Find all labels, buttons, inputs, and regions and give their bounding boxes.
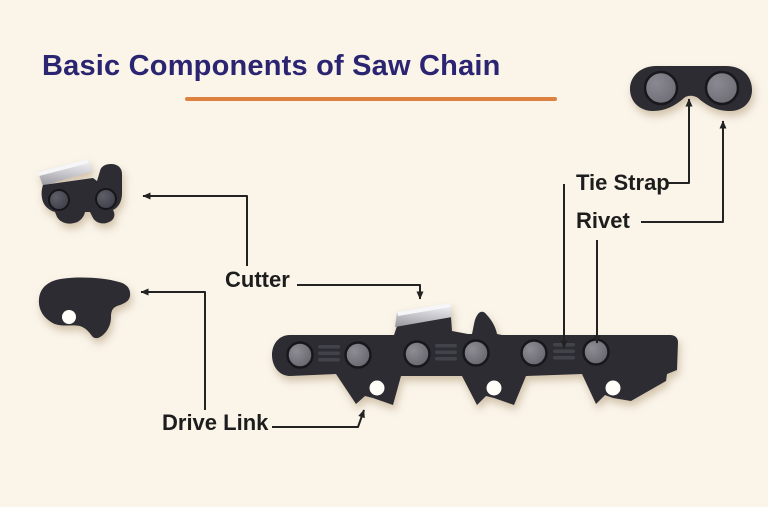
tie-strap-rivet-right	[704, 70, 740, 106]
label-drive-link: Drive Link	[162, 410, 269, 435]
tie-strap-illustration	[630, 66, 752, 111]
title-underline	[185, 97, 557, 101]
tie-strap-to-part-connector	[668, 98, 693, 184]
drive-link-illustration	[38, 277, 131, 339]
cutter-blade	[38, 159, 93, 186]
rivet-to-part-connector	[641, 120, 727, 223]
page-title: Basic Components of Saw Chain	[42, 50, 501, 82]
cutter-blade-highlight	[38, 159, 89, 176]
chain-assembly-illustration	[272, 303, 678, 405]
cutter-rivet-right	[95, 188, 117, 210]
tie-strap-rivet-left	[643, 70, 679, 106]
chain-cutter-blade-highlight	[397, 303, 451, 316]
drive-link-to-chain-connector	[272, 409, 365, 428]
drive-link-hole	[62, 310, 76, 324]
label-rivet: Rivet	[576, 208, 630, 233]
cutter-to-chain-connector	[297, 284, 424, 300]
drive-link-body	[38, 277, 131, 339]
cutter-illustration	[38, 159, 122, 224]
chain-rivets	[286, 338, 610, 369]
cutter-to-part-connector	[142, 192, 248, 266]
label-cutter: Cutter	[225, 267, 290, 292]
chain-link-ridges	[318, 343, 575, 362]
drive-link-to-part-connector	[140, 288, 206, 410]
label-tie-strap: Tie Strap	[576, 170, 670, 195]
cutter-rivet-left	[48, 189, 70, 211]
chain-drive-link-holes	[369, 380, 621, 396]
connector-lines	[140, 98, 727, 428]
